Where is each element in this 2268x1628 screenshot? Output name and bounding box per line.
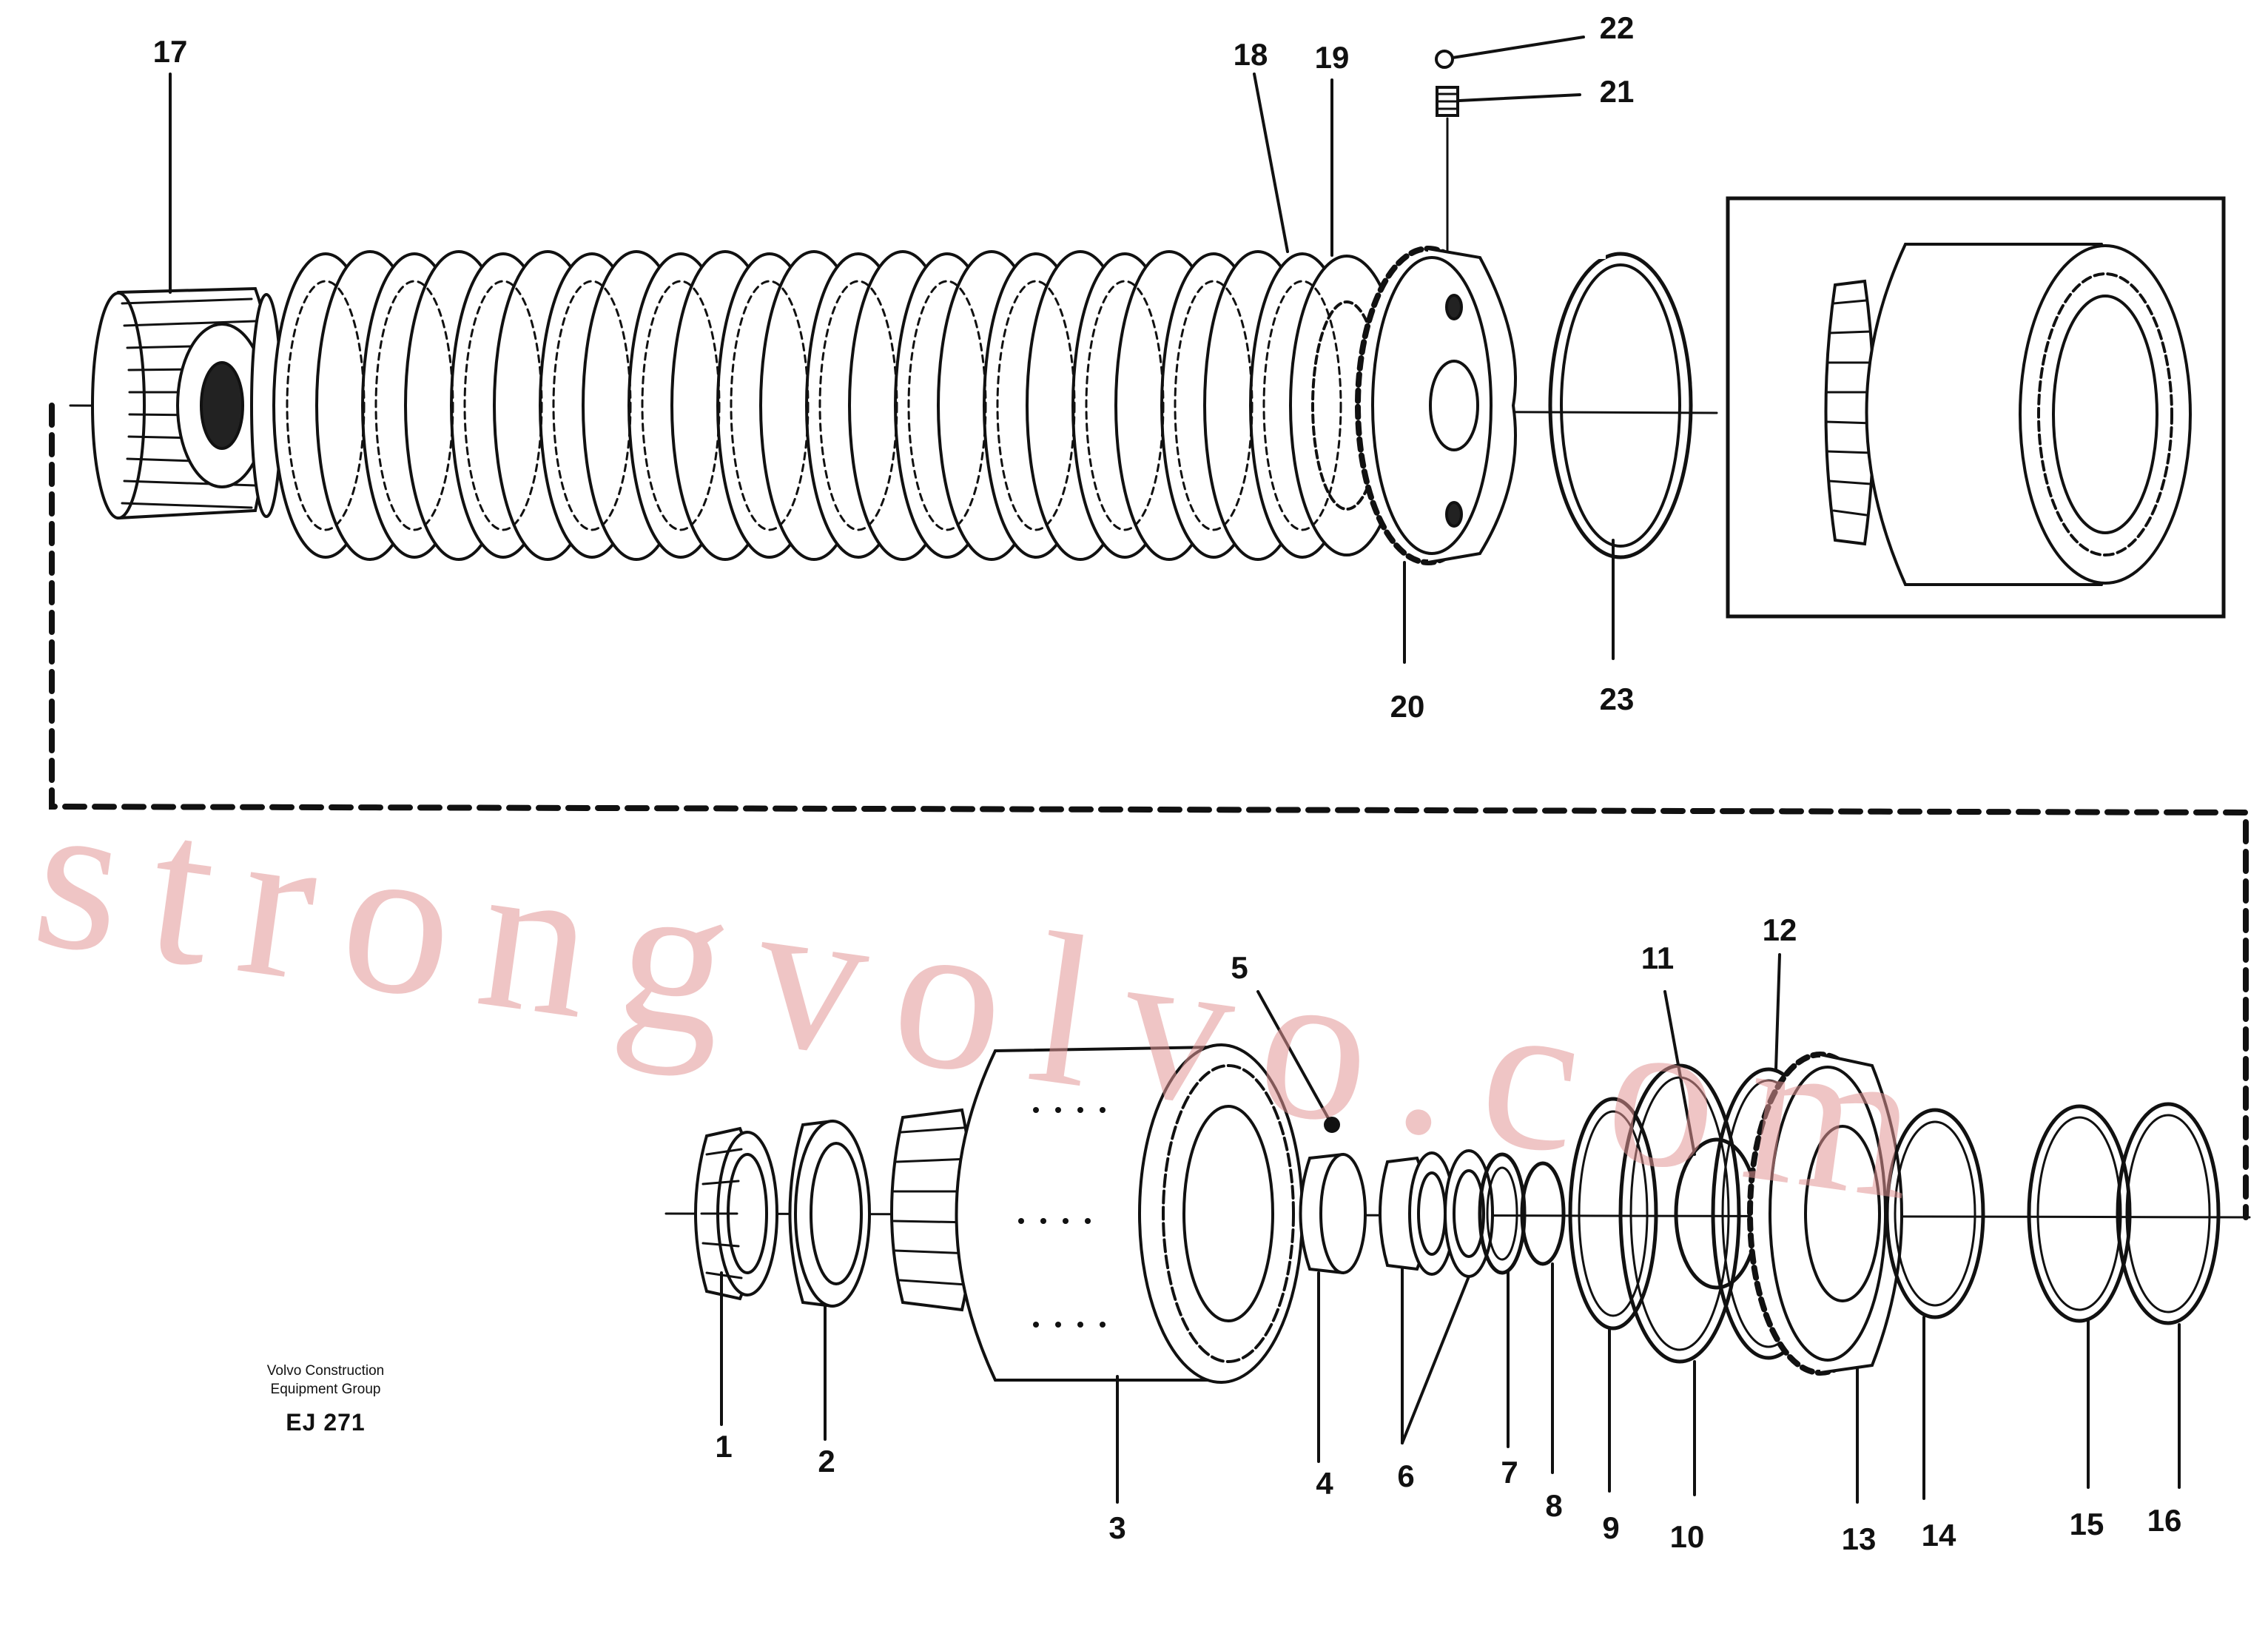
part-6-bearings [1379, 1149, 1494, 1278]
inset-drum-view [1726, 196, 2226, 619]
part-13-piston [1747, 1052, 1903, 1376]
callout-20: 20 [1390, 689, 1425, 724]
part-17-hub [91, 286, 283, 520]
callout-11: 11 [1641, 941, 1675, 975]
callout-13: 13 [1841, 1521, 1877, 1556]
callout-12: 12 [1762, 912, 1797, 947]
part-9-ring [1568, 1097, 1658, 1331]
caption-figure-code: EJ 271 [286, 1409, 366, 1436]
clutch-disc-stack [272, 250, 1404, 561]
callout-1: 1 [715, 1429, 733, 1464]
callout-7: 7 [1501, 1455, 1518, 1490]
part-2-ring [788, 1119, 871, 1308]
part-14-seal [1885, 1108, 1985, 1319]
callout-2: 2 [818, 1444, 835, 1479]
callout-15: 15 [2069, 1507, 2104, 1541]
callout-14: 14 [1921, 1518, 1956, 1553]
callout-22: 22 [1599, 10, 1635, 45]
callout-5: 5 [1231, 950, 1248, 985]
part-22-ball [1435, 50, 1454, 69]
part-23-snap-ring [1548, 249, 1693, 559]
part-10-ring [1618, 1063, 1741, 1364]
part-8-ring [1520, 1161, 1566, 1266]
part-16-ring [2116, 1102, 2221, 1325]
part-4-sleeve [1299, 1152, 1367, 1275]
part-20-pressure-plate [1355, 246, 1517, 565]
caption-company-line2: Equipment Group [270, 1382, 381, 1397]
callout-8: 8 [1545, 1488, 1563, 1523]
leader-lines [169, 36, 2181, 1504]
part-15-ring [2027, 1104, 2132, 1323]
caption-company-line1: Volvo Construction [266, 1363, 385, 1379]
callout-9: 9 [1602, 1510, 1620, 1545]
diagram-caption: Volvo Construction Equipment Group EJ 27… [215, 1362, 437, 1436]
callout-6: 6 [1397, 1459, 1415, 1493]
part-21-plug [1436, 86, 1459, 253]
part-7-ring [1478, 1152, 1527, 1275]
callout-10: 10 [1669, 1519, 1705, 1554]
callout-23: 23 [1599, 682, 1635, 716]
dashed-connector [49, 403, 2249, 1220]
part-3-drum [890, 1043, 1304, 1384]
callout-18: 18 [1233, 37, 1268, 72]
callout-17: 17 [152, 34, 188, 69]
callout-3: 3 [1108, 1510, 1126, 1545]
callout-19: 19 [1314, 40, 1350, 75]
callout-4: 4 [1316, 1466, 1333, 1501]
callout-16: 16 [2147, 1503, 2182, 1538]
part-1-bearing [694, 1126, 778, 1301]
callout-21: 21 [1599, 74, 1635, 109]
